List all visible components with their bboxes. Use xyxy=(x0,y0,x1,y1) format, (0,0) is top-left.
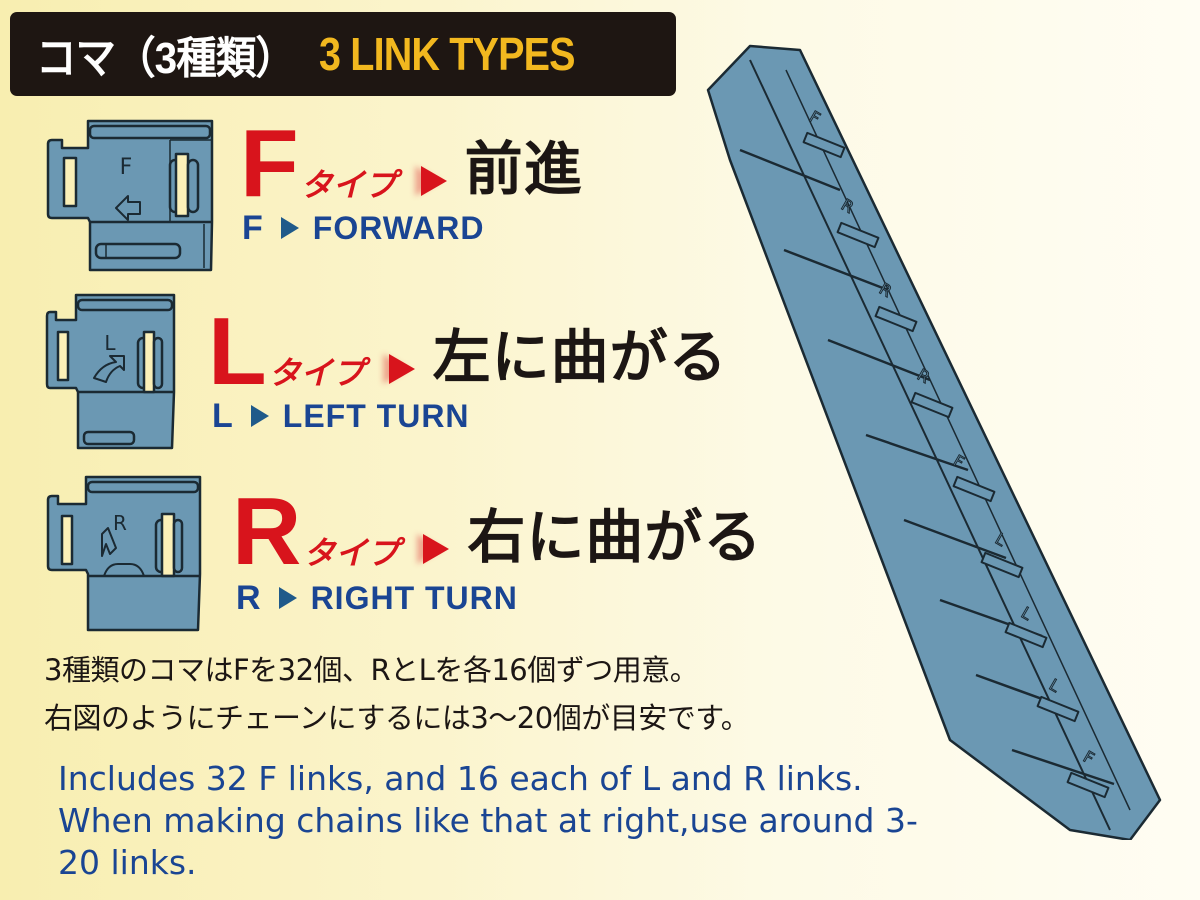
f-type-subheading: F FORWARD xyxy=(242,206,485,250)
description-en: Includes 32 F links, and 16 each of L an… xyxy=(58,759,918,882)
red-arrow-icon xyxy=(388,354,415,384)
f-link-icon-label: F xyxy=(120,155,133,180)
r-sub-letter: R xyxy=(236,578,261,617)
f-type-meaning-en: FORWARD xyxy=(312,209,485,246)
l-type-letter: L xyxy=(208,298,267,405)
l-link-icon: L xyxy=(45,293,176,450)
f-type-kana: タイプ xyxy=(300,167,397,203)
r-link-icon: R xyxy=(46,475,202,632)
l-type-subheading: L LEFT TURN xyxy=(212,394,470,438)
r-type-kana: タイプ xyxy=(303,535,400,571)
red-arrow-icon xyxy=(423,534,450,564)
title-bar: コマ（3種類） 3 LINK TYPES xyxy=(10,12,676,96)
r-link-icon-label: R xyxy=(113,511,127,535)
title-japanese: コマ（3種類） xyxy=(36,34,296,83)
title-english: 3 LINK TYPES xyxy=(319,28,576,80)
r-type-meaning-jp: 右に曲がる xyxy=(467,505,763,570)
l-type-meaning-en: LEFT TURN xyxy=(282,397,470,434)
blue-arrow-icon xyxy=(250,405,269,427)
f-link-icon: F xyxy=(46,119,214,272)
r-type-meaning-en: RIGHT TURN xyxy=(310,579,518,616)
l-type-kana: タイプ xyxy=(268,355,365,391)
red-arrow-icon xyxy=(420,166,447,196)
f-type-meaning-jp: 前進 xyxy=(464,137,583,202)
chain-illustration: F R R R F L L L F xyxy=(706,44,1162,840)
r-type-letter: R xyxy=(232,478,302,585)
blue-arrow-icon xyxy=(280,217,299,239)
l-type-meaning-jp: 左に曲がる xyxy=(432,325,728,390)
description-jp-line2: 右図のようにチェーンにするには3〜20個が目安です。 xyxy=(44,701,750,735)
r-type-heading: R タイプ 右に曲がる xyxy=(232,478,763,585)
r-type-subheading: R RIGHT TURN xyxy=(236,576,518,620)
f-sub-letter: F xyxy=(242,208,263,247)
blue-arrow-icon xyxy=(278,587,297,609)
l-type-heading: L タイプ 左に曲がる xyxy=(208,298,728,405)
description-jp-line1: 3種類のコマはFを32個、RとLを各16個ずつ用意。 xyxy=(44,653,699,687)
f-type-letter: F xyxy=(240,110,299,217)
l-sub-letter: L xyxy=(212,396,233,435)
l-link-icon-label: L xyxy=(104,331,116,355)
f-type-heading: F タイプ 前進 xyxy=(240,110,583,217)
